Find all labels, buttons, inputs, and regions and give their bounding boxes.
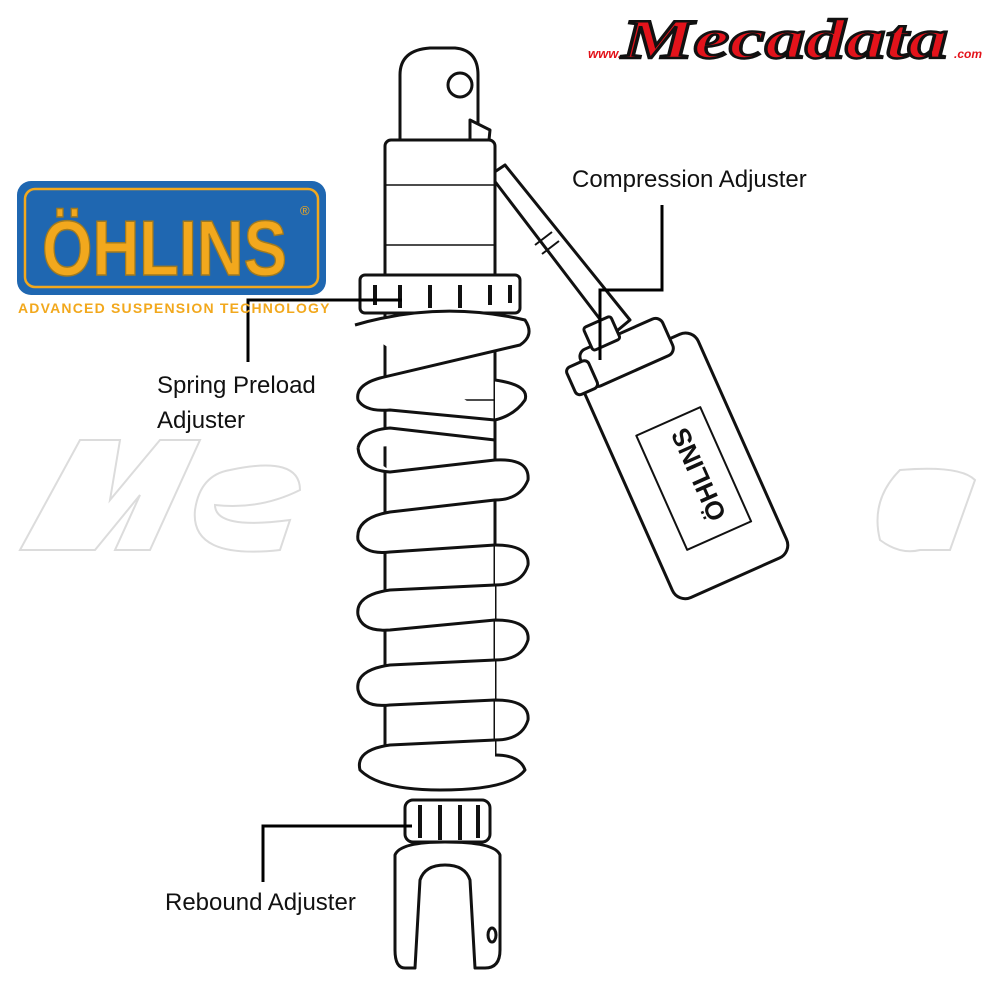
svg-text:®: ® bbox=[300, 203, 310, 218]
ohlins-logo: ÖHLINS ® bbox=[17, 181, 326, 295]
mecadata-logo: www. Mecadata .com bbox=[588, 8, 982, 73]
svg-text:www.: www. bbox=[588, 46, 621, 61]
reservoir-hose bbox=[488, 163, 632, 337]
bottom-clevis-mount bbox=[393, 840, 502, 970]
remote-reservoir: ÖHLINS bbox=[565, 315, 790, 601]
rebound-adjuster-label: Rebound Adjuster bbox=[165, 889, 356, 916]
svg-text:.com: .com bbox=[954, 47, 982, 61]
top-eye-mount bbox=[398, 46, 492, 152]
rebound-leader-line bbox=[261, 824, 412, 882]
spring-preload-label-line2: Adjuster bbox=[157, 407, 246, 434]
preload-leader-line bbox=[246, 298, 402, 362]
coil-spring bbox=[354, 309, 531, 792]
spring-preload-collar bbox=[358, 273, 522, 315]
svg-text:Mecadata: Mecadata bbox=[621, 9, 948, 71]
rebound-adjuster-knob bbox=[403, 798, 492, 844]
svg-text:ÖHLINS: ÖHLINS bbox=[42, 204, 287, 292]
background-watermark bbox=[18, 439, 977, 553]
compression-leader-line bbox=[598, 205, 664, 360]
spring-preload-label-line1: Spring Preload bbox=[157, 372, 316, 399]
ohlins-tagline: ADVANCED SUSPENSION TECHNOLOGY bbox=[18, 300, 331, 316]
compression-adjuster-label: Compression Adjuster bbox=[572, 166, 807, 193]
